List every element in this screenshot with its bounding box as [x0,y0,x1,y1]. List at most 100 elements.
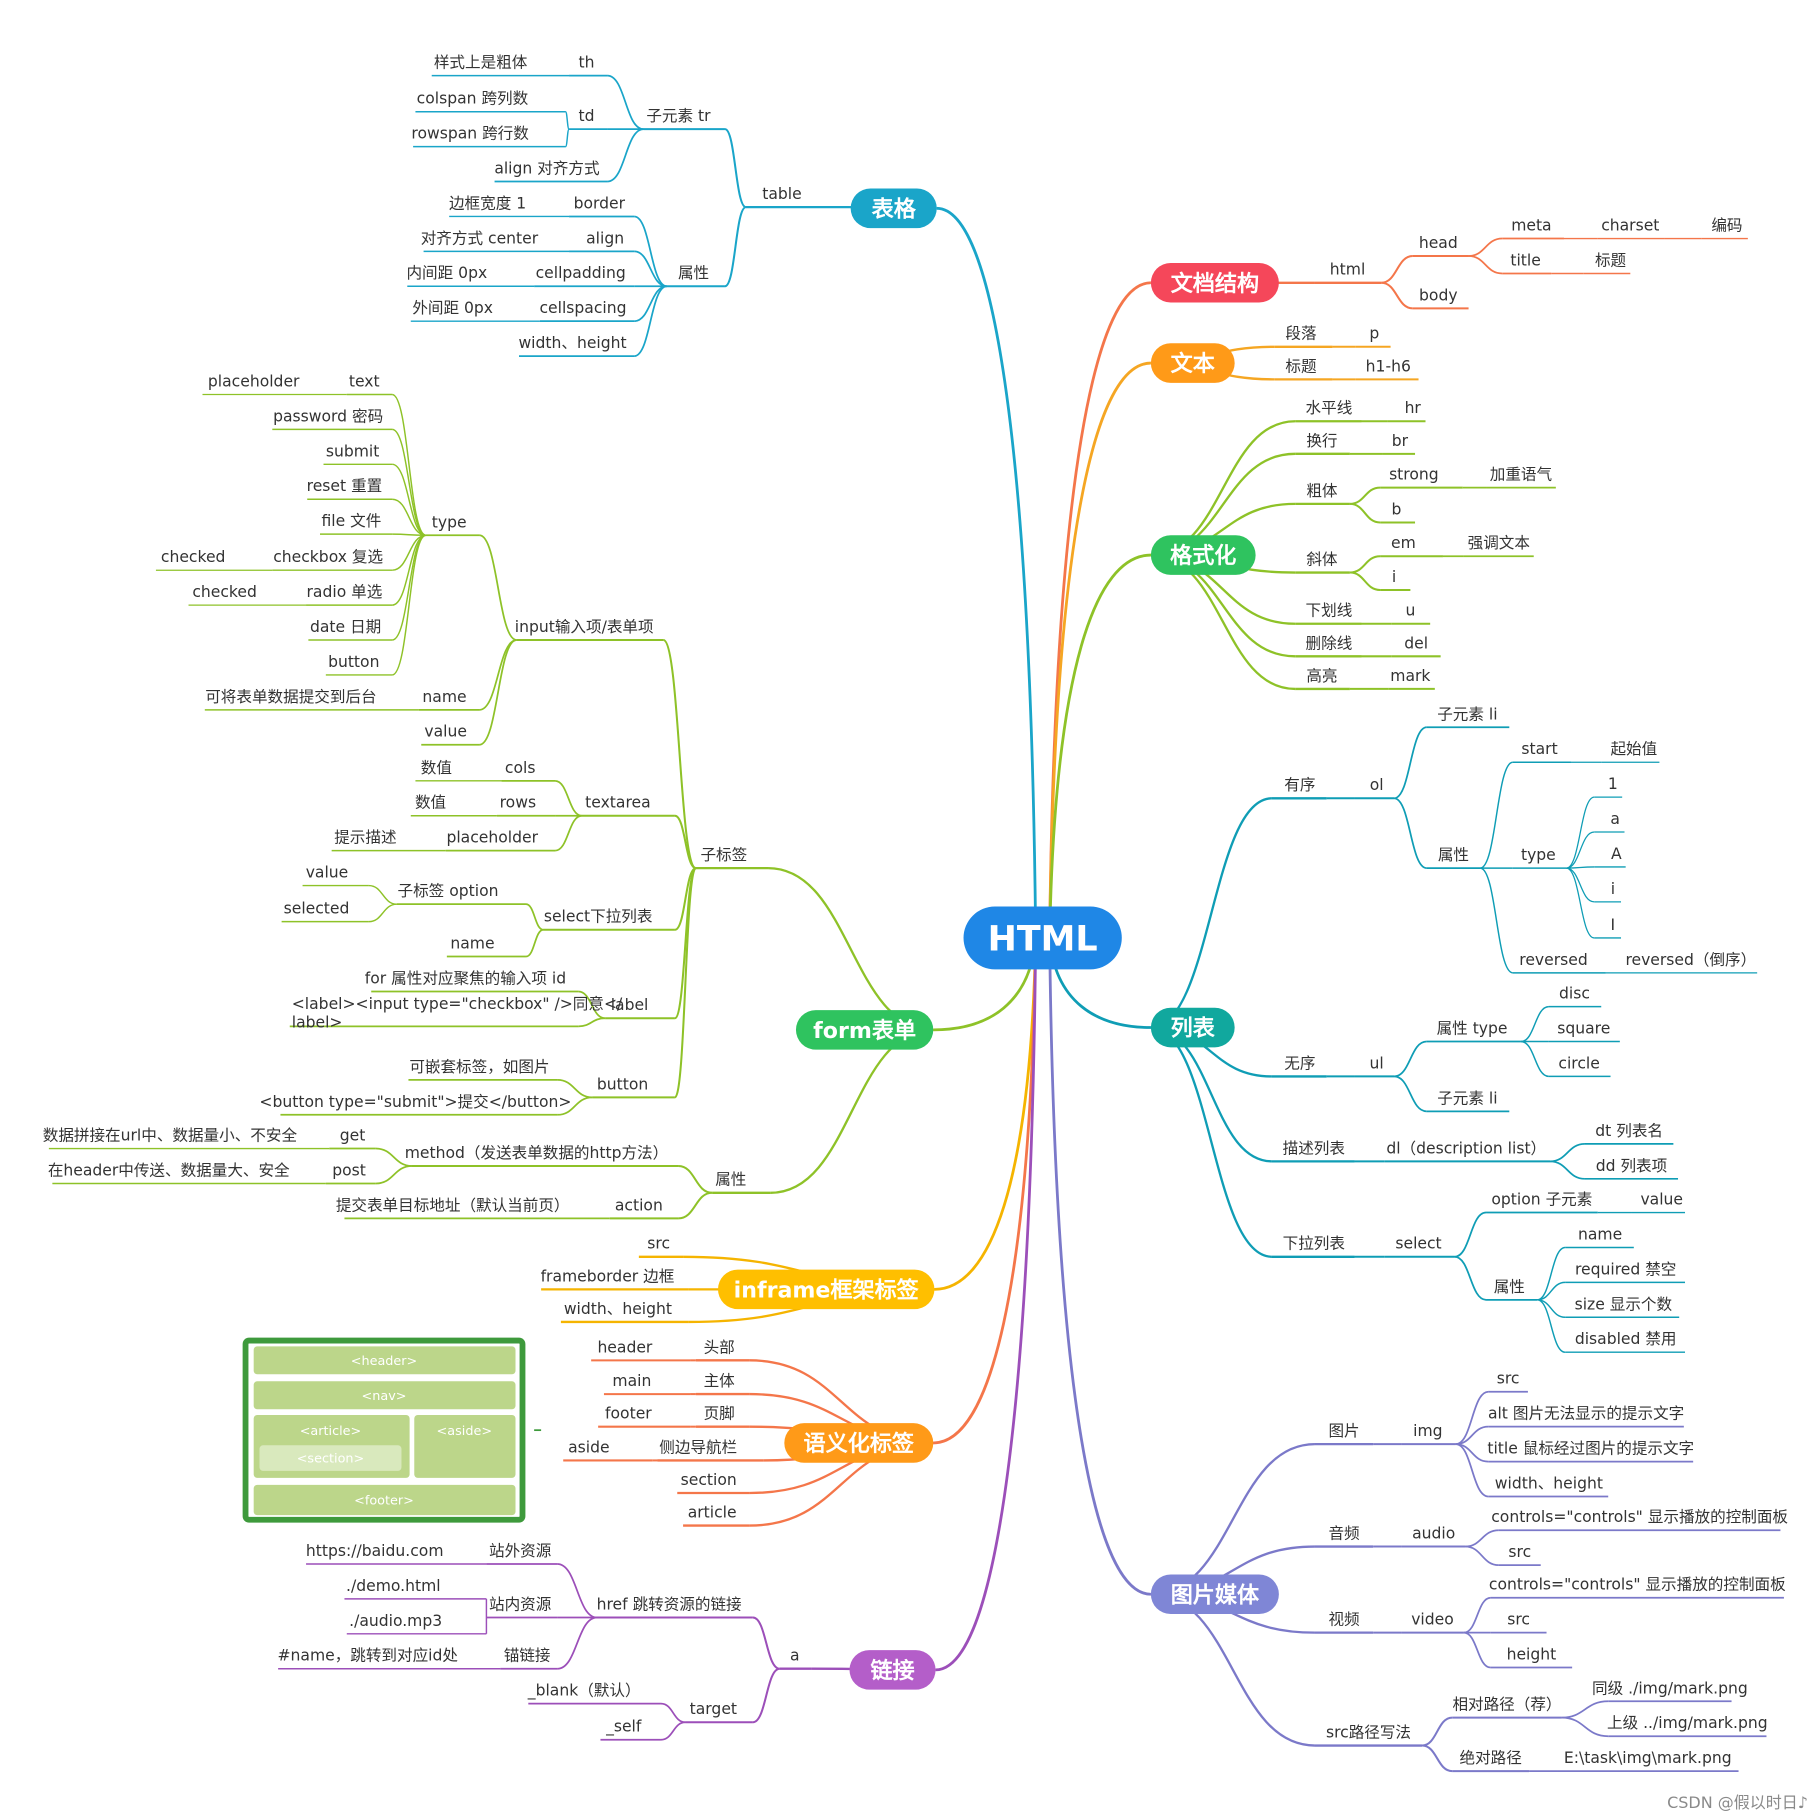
edge-子元素-tr [723,128,747,209]
edge-em [1349,555,1381,574]
node-html: html [1330,261,1365,279]
edge-align-对齐方式 [607,128,644,183]
branch-node-doc [1150,262,1279,303]
figure-header-box [253,1346,516,1375]
node-cols: cols [505,759,536,777]
node-footer: footer [605,1405,652,1423]
node-rowspan-跨行数: rowspan 跨行数 [411,125,529,143]
node-粗体: 粗体 [1306,482,1338,500]
branch-label-link: 链接 [870,1658,914,1684]
figure-aside-label: <aside> [437,1424,493,1439]
node-src: src [647,1235,670,1253]
edge-name [525,928,544,958]
node-标题: 标题 [1285,357,1316,375]
edge-子元素-li [1393,726,1427,800]
node-属性: 属性 [1494,1278,1525,1296]
edge-i [1349,571,1381,592]
node-action: action [615,1196,663,1214]
edge-body [1381,281,1413,310]
node-p: p [1369,325,1379,343]
node-侧边导航栏: 侧边导航栏 [659,1438,737,1456]
branch-node-link [849,1650,936,1690]
node-可嵌套标签-如图片: 可嵌套标签，如图片 [409,1058,549,1076]
node-disabled-禁用: disabled 禁用 [1575,1330,1677,1348]
node-站内资源: 站内资源 [489,1595,552,1613]
edge-站外资源 [557,1563,598,1619]
node-图片: 图片 [1328,1422,1359,1440]
edge-src [1455,1390,1489,1446]
branch-edge-semantic [933,937,1038,1445]
edge-属性 [770,1028,934,1194]
node-src: src [1497,1370,1520,1388]
branch-node-list [1150,1007,1235,1048]
node-相对路径-荐: 相对路径（荐） [1452,1696,1561,1714]
node-样式上是粗体: 样式上是粗体 [434,54,528,72]
edge-strong [1349,486,1381,505]
node-斜体: 斜体 [1306,550,1338,568]
node-子标签: 子标签 [700,846,747,864]
node-换行: 换行 [1306,432,1337,450]
edge-_blank-默认 [660,1702,686,1724]
node-button: button [597,1075,648,1093]
node-align: align [586,229,624,247]
node-头部: 头部 [704,1338,735,1356]
node-text: text [349,372,380,390]
edge-text [391,393,427,537]
edge-button [391,534,427,676]
edge-i [1566,867,1595,939]
node-border: border [574,194,626,212]
branch-node-format [1150,535,1256,575]
root-label: HTML [988,920,1098,960]
node-rows: rows [500,794,536,812]
node-button: button [328,653,379,671]
node-有序: 有序 [1284,776,1315,794]
node-em: em [1391,534,1416,552]
edge-circle [1520,1040,1550,1078]
edge-password-密码 [391,428,427,537]
edge-start [1479,761,1514,869]
node-属性: 属性 [715,1171,746,1189]
node-section: section [681,1471,737,1489]
node-src: src [1508,1543,1531,1561]
node-对齐方式-center: 对齐方式 center [421,229,539,247]
node-加重语气: 加重语气 [1490,466,1552,484]
edge-width-height [1455,1443,1489,1498]
node-高亮: 高亮 [1306,667,1337,685]
node-textarea: textarea [585,794,650,812]
branch-label-format: 格式化 [1170,543,1236,569]
node-子元素-tr: 子元素 tr [646,107,711,125]
node-selected: selected [284,900,350,918]
node-meta: meta [1511,217,1551,235]
edge-相对路径-荐 [1421,1716,1453,1747]
node-ol: ol [1370,776,1384,794]
node-u: u [1405,602,1415,620]
edge-height [1463,1631,1491,1669]
node-td: td [578,107,594,125]
node-cellpadding: cellpadding [536,264,626,282]
node-table: table [762,185,801,203]
edge-属性 [1393,797,1427,869]
edge-align [634,250,667,288]
edge-水平线 [1150,420,1296,557]
node-strong: strong [1389,466,1439,484]
branch-label-media: 图片媒体 [1171,1582,1260,1608]
edge-select下拉列表 [674,867,697,931]
node-width-height: width、height [1495,1474,1603,1492]
node-站外资源: 站外资源 [489,1542,552,1560]
node-target: target [690,1700,737,1718]
node-视频: 视频 [1328,1611,1360,1629]
node-th: th [579,54,595,72]
node-audio-mp3: ./audio.mp3 [349,1612,442,1630]
node-label-input-type-checkbox-同意-label: <label><input type="checkbox" />同意</labe… [292,994,623,1032]
edge-reversed [1479,867,1514,974]
edge-meta [1468,237,1503,257]
branch-node-biaoge [850,188,937,229]
node-dt-列表名: dt 列表名 [1595,1122,1663,1140]
node-header: header [597,1338,652,1356]
edge-属性-type [1393,1040,1427,1078]
edge-radio-单选 [391,534,427,606]
node-select下拉列表: select下拉列表 [544,908,653,926]
node-input输入项-表单项: input输入项/表单项 [515,618,654,636]
edge-textarea [674,814,697,870]
